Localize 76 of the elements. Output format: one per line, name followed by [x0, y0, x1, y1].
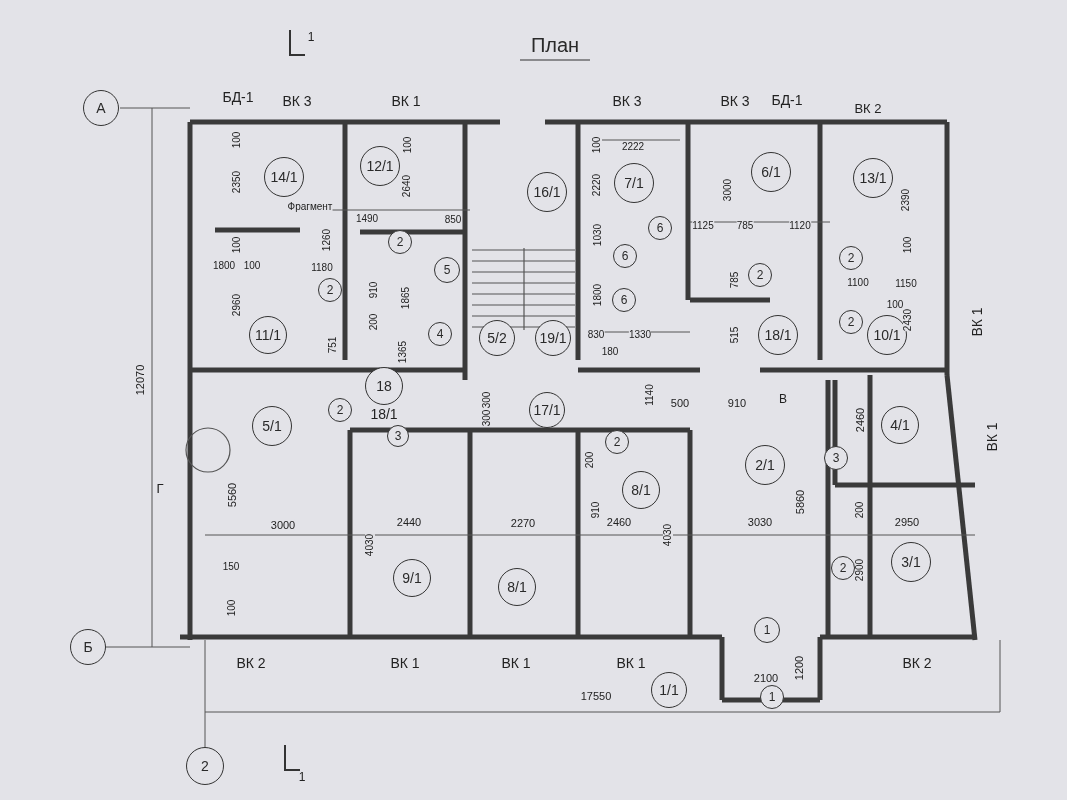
- dimension-label: 1260: [322, 228, 332, 252]
- dimension-label: ВК 1: [616, 656, 646, 670]
- dimension-label: 2100: [753, 672, 779, 684]
- dimension-label: 1150: [895, 279, 917, 289]
- dimension-label: 300: [482, 409, 492, 427]
- dimension-label: 100: [903, 236, 913, 254]
- dimension-label: 3030: [747, 516, 773, 528]
- dimension-label: 850: [444, 215, 462, 225]
- dimension-label: ВК 1: [985, 422, 999, 452]
- dimension-label: 1125: [692, 221, 714, 231]
- dimension-label: 200: [369, 313, 379, 331]
- dimension-label: 200: [855, 501, 865, 519]
- dimension-label: ВК 3: [282, 94, 312, 108]
- dimension-label: БД-1: [222, 90, 254, 104]
- dimension-label: 150: [222, 562, 240, 572]
- dimension-label: 1: [307, 31, 315, 43]
- dimension-label: 500: [670, 397, 690, 409]
- dimension-label: 2440: [396, 516, 422, 528]
- dimension-label: 1120: [789, 221, 811, 231]
- dimension-label: 17550: [580, 690, 612, 702]
- dimension-label: 100: [592, 136, 602, 154]
- dimension-label: 100: [886, 300, 904, 310]
- dimension-label: 2460: [854, 407, 866, 433]
- dimension-label: 2950: [894, 516, 920, 528]
- dimension-label: 785: [730, 271, 740, 289]
- dimension-label: 910: [727, 397, 747, 409]
- dimension-label: 300: [482, 391, 492, 409]
- dimension-label: 4030: [663, 523, 673, 547]
- dimension-label: 1: [298, 771, 306, 783]
- dimension-label: 100: [227, 599, 237, 617]
- dimension-label: 180: [601, 347, 619, 357]
- dimension-label: 200: [585, 451, 595, 469]
- dimension-label: ВК 2: [854, 101, 882, 115]
- dimension-label: 18/1: [370, 407, 398, 421]
- dimension-label: 2430: [903, 308, 913, 332]
- dimension-label: 2350: [232, 170, 242, 194]
- dimension-label: 1200: [793, 655, 805, 681]
- dimension-label: 910: [369, 281, 379, 299]
- dimension-label: Г: [156, 481, 164, 495]
- dimension-label: 1030: [593, 223, 603, 247]
- dimension-label: 2960: [232, 293, 242, 317]
- dimension-label: БД-1: [771, 93, 803, 107]
- dimension-label: 3000: [723, 178, 733, 202]
- dimension-label: В: [779, 393, 787, 405]
- dimension-label: 910: [591, 501, 601, 519]
- dimension-label: ВК 1: [391, 94, 421, 108]
- dimension-label: 1490: [355, 214, 379, 224]
- dimension-label: 12070: [134, 364, 146, 396]
- dimension-label: ВК 1: [390, 656, 420, 670]
- dimension-label: 830: [587, 330, 605, 340]
- dimension-label: 4030: [365, 533, 375, 557]
- dimension-label: ВК 3: [612, 94, 642, 108]
- dimension-label: 2900: [855, 558, 865, 582]
- dimension-label: ВК 2: [902, 656, 932, 670]
- dimension-label: 515: [730, 326, 740, 344]
- dimension-label: 2220: [592, 173, 602, 197]
- dimension-label: 1800: [212, 261, 236, 271]
- dimension-label: 785: [736, 221, 754, 231]
- dimension-label: 100: [232, 236, 242, 254]
- dimension-label: 1800: [593, 283, 603, 307]
- dimension-label: 751: [328, 336, 338, 354]
- dimension-label: 2390: [901, 188, 911, 212]
- dimension-label: 1865: [401, 286, 411, 310]
- dimension-label: 2640: [402, 174, 412, 198]
- dimension-label: ВК 2: [236, 656, 266, 670]
- dimension-label: ВК 1: [970, 307, 984, 337]
- dimension-label: 3000: [270, 519, 296, 531]
- dimension-label: 100: [403, 136, 413, 154]
- dimension-label: Фрагмент: [287, 202, 333, 212]
- dimension-label: 100: [243, 261, 261, 271]
- plan-title: План: [530, 33, 580, 58]
- dimension-label: 2270: [510, 517, 536, 529]
- dimension-label: 2460: [606, 516, 632, 528]
- dimension-label: 100: [232, 131, 242, 149]
- dimension-label: 5860: [794, 489, 806, 515]
- dimension-label: ВК 1: [501, 656, 531, 670]
